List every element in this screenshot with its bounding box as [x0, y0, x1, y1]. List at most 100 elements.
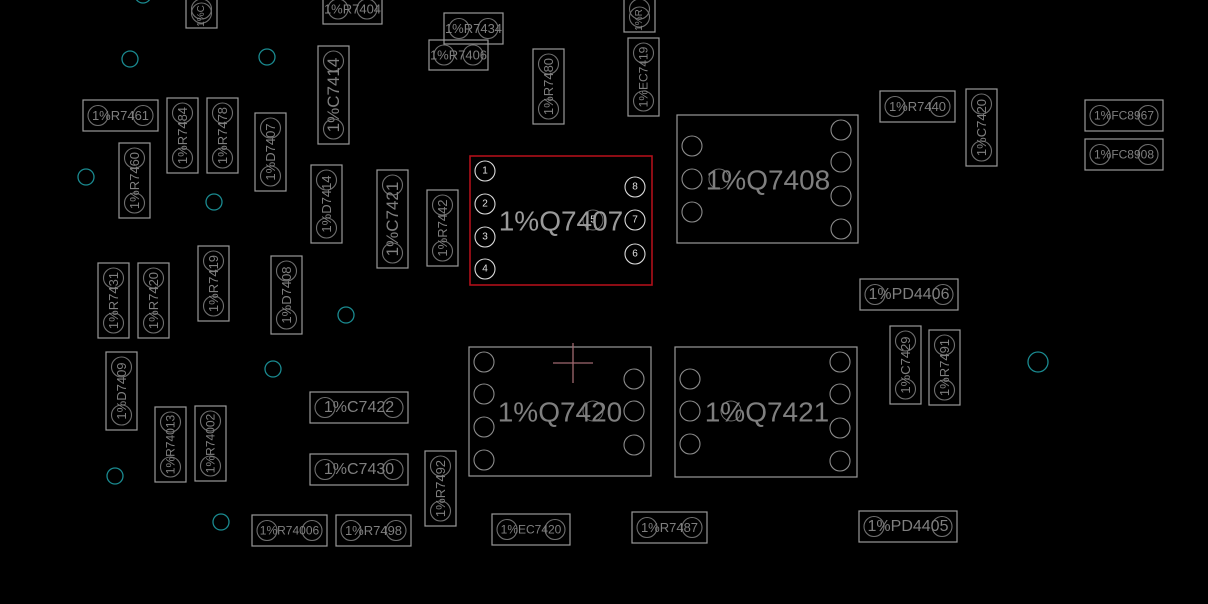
pad[interactable] — [211, 102, 234, 124]
pad[interactable] — [477, 17, 499, 40]
pin-pad[interactable] — [829, 351, 851, 373]
pad[interactable] — [275, 308, 298, 330]
pin-pad[interactable] — [830, 218, 852, 240]
pad[interactable] — [628, 6, 651, 28]
component-ec7419[interactable]: 1%EC7419 — [627, 37, 660, 117]
pin-pad[interactable] — [830, 185, 852, 207]
pad[interactable] — [1089, 104, 1111, 127]
component-r7431[interactable]: 1%R7431 — [97, 262, 130, 339]
component-r7498[interactable]: 1%R7498 — [335, 514, 412, 547]
pin-pad[interactable] — [473, 449, 495, 471]
pad[interactable] — [327, 0, 349, 20]
pad[interactable] — [970, 140, 993, 162]
pad[interactable] — [933, 334, 956, 356]
pad[interactable] — [636, 516, 658, 539]
pin-pad[interactable] — [474, 193, 496, 215]
component-r7442[interactable]: 1%R7442 — [426, 189, 459, 267]
component-r7480[interactable]: 1%R7480 — [532, 48, 565, 125]
via-icon[interactable] — [337, 306, 355, 324]
pad[interactable] — [259, 165, 282, 187]
component-r7419[interactable]: 1%R7419 — [197, 245, 230, 322]
pad[interactable] — [132, 104, 154, 127]
via-icon[interactable] — [264, 360, 282, 378]
component-r74002[interactable]: 1%R74002 — [194, 405, 227, 482]
component-c[interactable]: 1%C — [185, 0, 218, 29]
pad[interactable] — [632, 42, 655, 64]
pad[interactable] — [314, 396, 336, 419]
pad[interactable] — [171, 147, 194, 169]
pad[interactable] — [448, 17, 470, 40]
package-q7408[interactable]: 1%Q7408 — [676, 114, 859, 244]
pad[interactable] — [970, 93, 993, 115]
pad[interactable] — [431, 194, 454, 216]
pad[interactable] — [275, 260, 298, 282]
pad[interactable] — [429, 455, 452, 477]
component-r74013[interactable]: 1%R74013 — [154, 406, 187, 483]
pad[interactable] — [340, 519, 362, 542]
component-r7461[interactable]: 1%R7461 — [82, 99, 159, 132]
pad[interactable] — [382, 458, 404, 481]
pad[interactable] — [931, 515, 953, 538]
thermal-pad[interactable] — [708, 168, 730, 190]
pad[interactable] — [431, 240, 454, 262]
component-c7430[interactable]: 1%C7430 — [309, 453, 409, 486]
pad[interactable] — [199, 455, 222, 477]
pad[interactable] — [211, 147, 234, 169]
pad[interactable] — [462, 44, 484, 66]
pin-pad[interactable] — [681, 168, 703, 190]
pad[interactable] — [322, 118, 345, 140]
pad[interactable] — [202, 295, 225, 317]
component-r7492[interactable]: 1%R7492 — [424, 450, 457, 527]
via-icon[interactable] — [77, 168, 95, 186]
pad[interactable] — [259, 117, 282, 139]
pin-pad[interactable] — [473, 351, 495, 373]
component-r7484[interactable]: 1%R7484 — [166, 97, 199, 174]
component-c7429[interactable]: 1%C7429 — [889, 325, 922, 405]
pad[interactable] — [356, 0, 378, 20]
pad[interactable] — [385, 519, 407, 542]
pin-pad[interactable] — [473, 416, 495, 438]
component-r7420[interactable]: 1%R7420 — [137, 262, 170, 339]
pin-pad[interactable] — [474, 258, 496, 280]
component-pd4405[interactable]: 1%PD4405 — [858, 510, 958, 543]
pad[interactable] — [301, 519, 323, 542]
pin-pad[interactable] — [679, 433, 701, 455]
pad[interactable] — [142, 312, 165, 334]
component-ec7420[interactable]: 1%EC7420 — [491, 513, 571, 546]
pad[interactable] — [314, 458, 336, 481]
pad[interactable] — [429, 500, 452, 522]
component-d7407[interactable]: 1%D7407 — [254, 112, 287, 192]
component-r[interactable]: 1%R — [623, 0, 656, 33]
pad[interactable] — [382, 396, 404, 419]
pad[interactable] — [894, 378, 917, 400]
pad[interactable] — [863, 515, 885, 538]
pin-pad[interactable] — [829, 417, 851, 439]
package-q7420[interactable]: 1%Q7420 — [468, 346, 652, 477]
via-icon[interactable] — [1027, 351, 1049, 373]
pin-pad[interactable] — [624, 209, 646, 231]
pin-pad[interactable] — [474, 226, 496, 248]
pin-pad[interactable] — [830, 151, 852, 173]
pad[interactable] — [537, 53, 560, 75]
pad[interactable] — [681, 516, 703, 539]
pad[interactable] — [894, 330, 917, 352]
component-pd4406[interactable]: 1%PD4406 — [859, 278, 959, 311]
pad[interactable] — [110, 356, 133, 378]
pad[interactable] — [381, 242, 404, 264]
pin-pad[interactable] — [474, 160, 496, 182]
pad[interactable] — [496, 518, 518, 541]
pad[interactable] — [171, 102, 194, 124]
pad[interactable] — [537, 98, 560, 120]
pin-pad[interactable] — [623, 434, 645, 456]
pad[interactable] — [433, 44, 455, 66]
pad[interactable] — [142, 267, 165, 289]
component-d7414[interactable]: 1%D7414 — [310, 164, 343, 244]
pad[interactable] — [315, 217, 338, 239]
component-r7434[interactable]: 1%R7434 — [443, 12, 504, 45]
pad[interactable] — [315, 169, 338, 191]
pad[interactable] — [544, 518, 566, 541]
thermal-pad[interactable] — [582, 400, 604, 422]
pad[interactable] — [159, 411, 182, 433]
